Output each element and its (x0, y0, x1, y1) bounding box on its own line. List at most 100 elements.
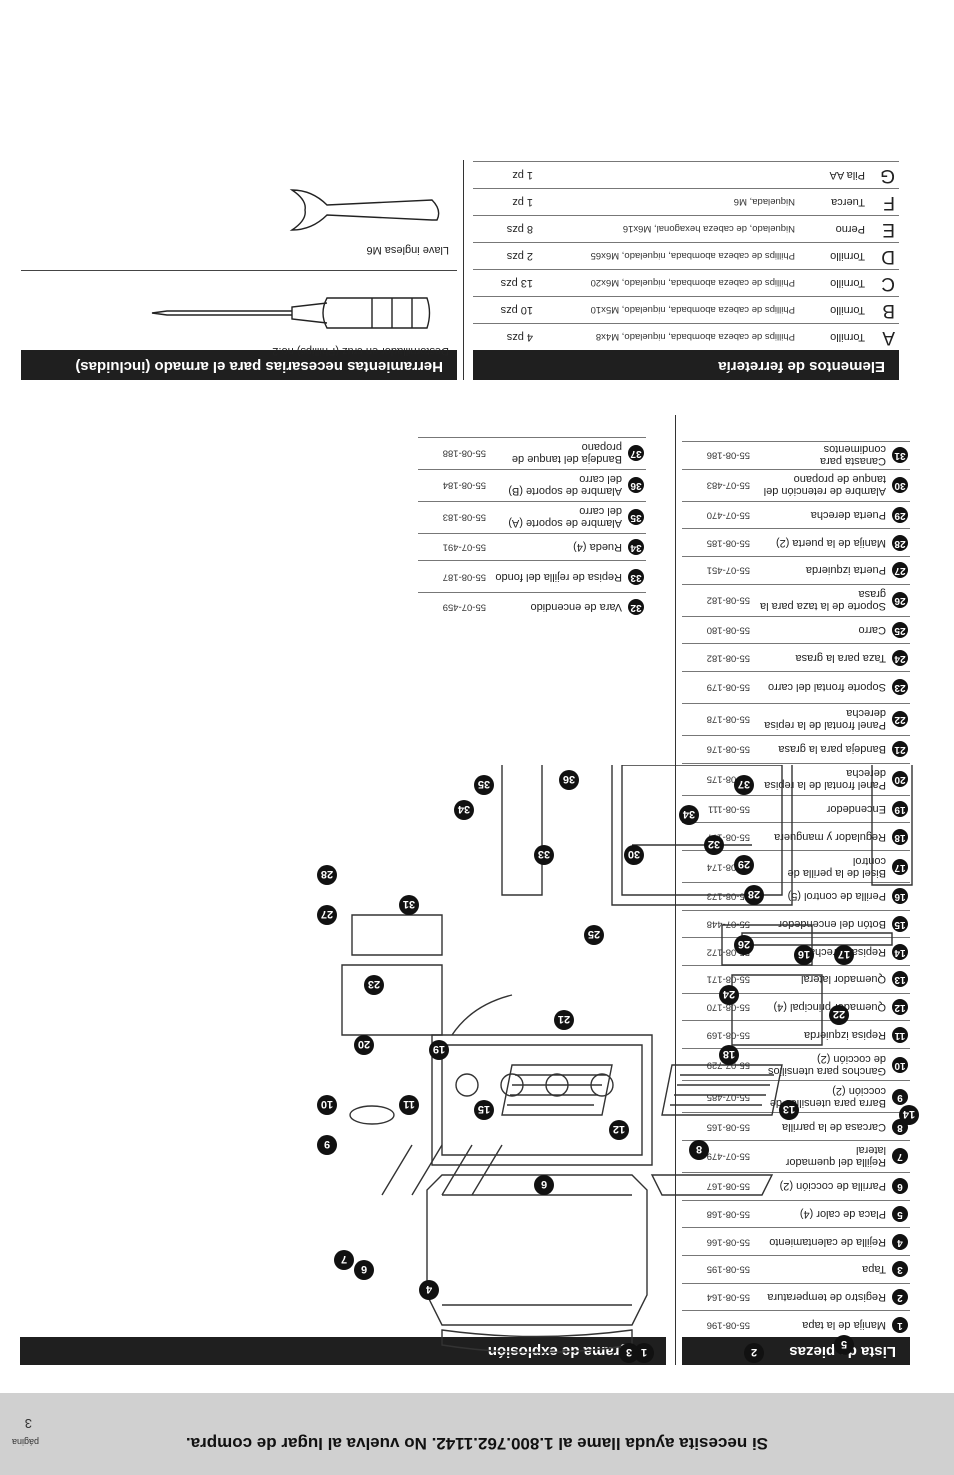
part-code: 55-07-459 (442, 601, 486, 613)
callout-badge: 28 (317, 865, 337, 885)
callout-badge: 17 (834, 945, 854, 965)
hardware-type: Tornillo (830, 277, 865, 289)
heat-plates-drawing (381, 1144, 503, 1196)
part-number-badge: 23 (892, 679, 908, 696)
hardware-row: F Tuerca Niquelada, M6 1 pz (473, 188, 899, 215)
part-number-badge: 28 (892, 534, 908, 551)
part-code: 55-08-180 (706, 624, 750, 636)
callout-badge: 25 (584, 925, 604, 945)
callout-badge: 9 (317, 1135, 337, 1155)
callout-label: 35 (478, 778, 490, 790)
part-name: Puerta izquierda (805, 564, 886, 577)
hardware-letter: F (883, 192, 895, 213)
callout-badge: 34 (454, 800, 474, 820)
part-code: 55-07-491 (442, 541, 486, 553)
callout-label: 5 (841, 1338, 847, 1350)
callout-label: 16 (798, 948, 810, 960)
callout-badge: 35 (474, 775, 494, 795)
callout-badge: 30 (624, 845, 644, 865)
callout-badge: 27 (317, 905, 337, 925)
hardware-qty: 13 pzs (500, 277, 533, 289)
part-number-badge: 21 (892, 741, 908, 758)
grate-drawing (661, 1064, 783, 1116)
warming-rack-drawing (650, 1174, 774, 1196)
callout-badge: 18 (719, 1045, 739, 1065)
callout-label: 18 (723, 1048, 735, 1060)
hardware-letter: C (881, 273, 895, 294)
callout-label: 2 (751, 1346, 757, 1358)
part-number-badge: 25 (892, 621, 908, 638)
wrench-icon (289, 189, 440, 231)
cart-drawing (611, 765, 793, 906)
hardware-type: Tornillo (830, 331, 865, 343)
part-code: 55-07-470 (706, 509, 750, 521)
part-number-badge: 22 (892, 711, 908, 728)
hardware-type: Tuerca (831, 196, 865, 208)
hardware-letter: A (882, 327, 895, 348)
screwdriver-icon (151, 297, 431, 329)
part-code: 55-08-178 (706, 714, 750, 725)
hardware-qty: 1 pz (512, 196, 533, 208)
left-shelf-drawing (731, 974, 823, 1046)
callout-badge: 10 (317, 1095, 337, 1115)
hardware-type: Pila AA (829, 169, 865, 181)
callout-label: 4 (425, 1283, 432, 1295)
callout-badge: 22 (829, 1005, 849, 1025)
callout-badge: 12 (609, 1120, 629, 1140)
callout-badge: 24 (719, 985, 739, 1005)
hardware-desc: Niquelado, de cabeza hexagonal, M6x16 (622, 223, 795, 234)
callout-badge: 31 (399, 895, 419, 915)
hardware-desc: Phillips de cabeza abombada, niquelado, … (595, 331, 795, 342)
tools-separator (21, 270, 457, 271)
callout-badge: 14 (899, 1105, 919, 1125)
hardware-letter: G (880, 165, 895, 186)
callout-label: 12 (613, 1123, 625, 1135)
callout-label: 27 (321, 908, 333, 920)
callout-badge: 1 (634, 1343, 654, 1363)
hardware-qty: 1 pz (512, 169, 533, 181)
firebox-drawing (431, 1034, 653, 1166)
hardware-desc: Niquelada, M6 (733, 196, 795, 207)
part-number-badge: 33 (628, 568, 644, 585)
part-code: 55-08-187 (442, 571, 486, 583)
hardware-qty: 8 pzs (506, 223, 533, 235)
callout-badge: 2 (744, 1343, 764, 1363)
callout-label: 23 (368, 978, 380, 990)
callout-badge: 23 (364, 975, 384, 995)
callout-badge: 21 (554, 1010, 574, 1030)
callout-label: 28 (321, 868, 333, 880)
part-code: 55-08-186 (706, 449, 750, 461)
callout-badge: 11 (399, 1095, 419, 1115)
part-number-badge: 24 (892, 649, 908, 666)
hardware-type: Tornillo (830, 304, 865, 316)
tools-panel: Destornillador en cruz (Phillips) no.2 L… (21, 157, 457, 375)
callout-label: 11 (403, 1098, 415, 1110)
callout-badge: 8 (689, 1140, 709, 1160)
callout-label: 34 (457, 803, 470, 815)
page-number: 3 (24, 1416, 32, 1431)
part-name: Soporte frontal del carro (767, 681, 886, 694)
part-number-badge: 30 (892, 477, 908, 494)
hardware-type: Tornillo (830, 250, 865, 262)
callout-label: 30 (628, 848, 640, 860)
hardware-desc: Phillips de cabeza abombada, niquelado, … (590, 250, 795, 261)
part-name: Alambre de retención del tanque de propa… (763, 473, 886, 498)
part-number-badge: 29 (892, 506, 908, 523)
door-left-drawing (871, 765, 913, 886)
callout-label: 8 (696, 1143, 702, 1155)
part-code: 55-08-179 (706, 682, 750, 693)
part-code: 55-08-188 (442, 447, 486, 459)
